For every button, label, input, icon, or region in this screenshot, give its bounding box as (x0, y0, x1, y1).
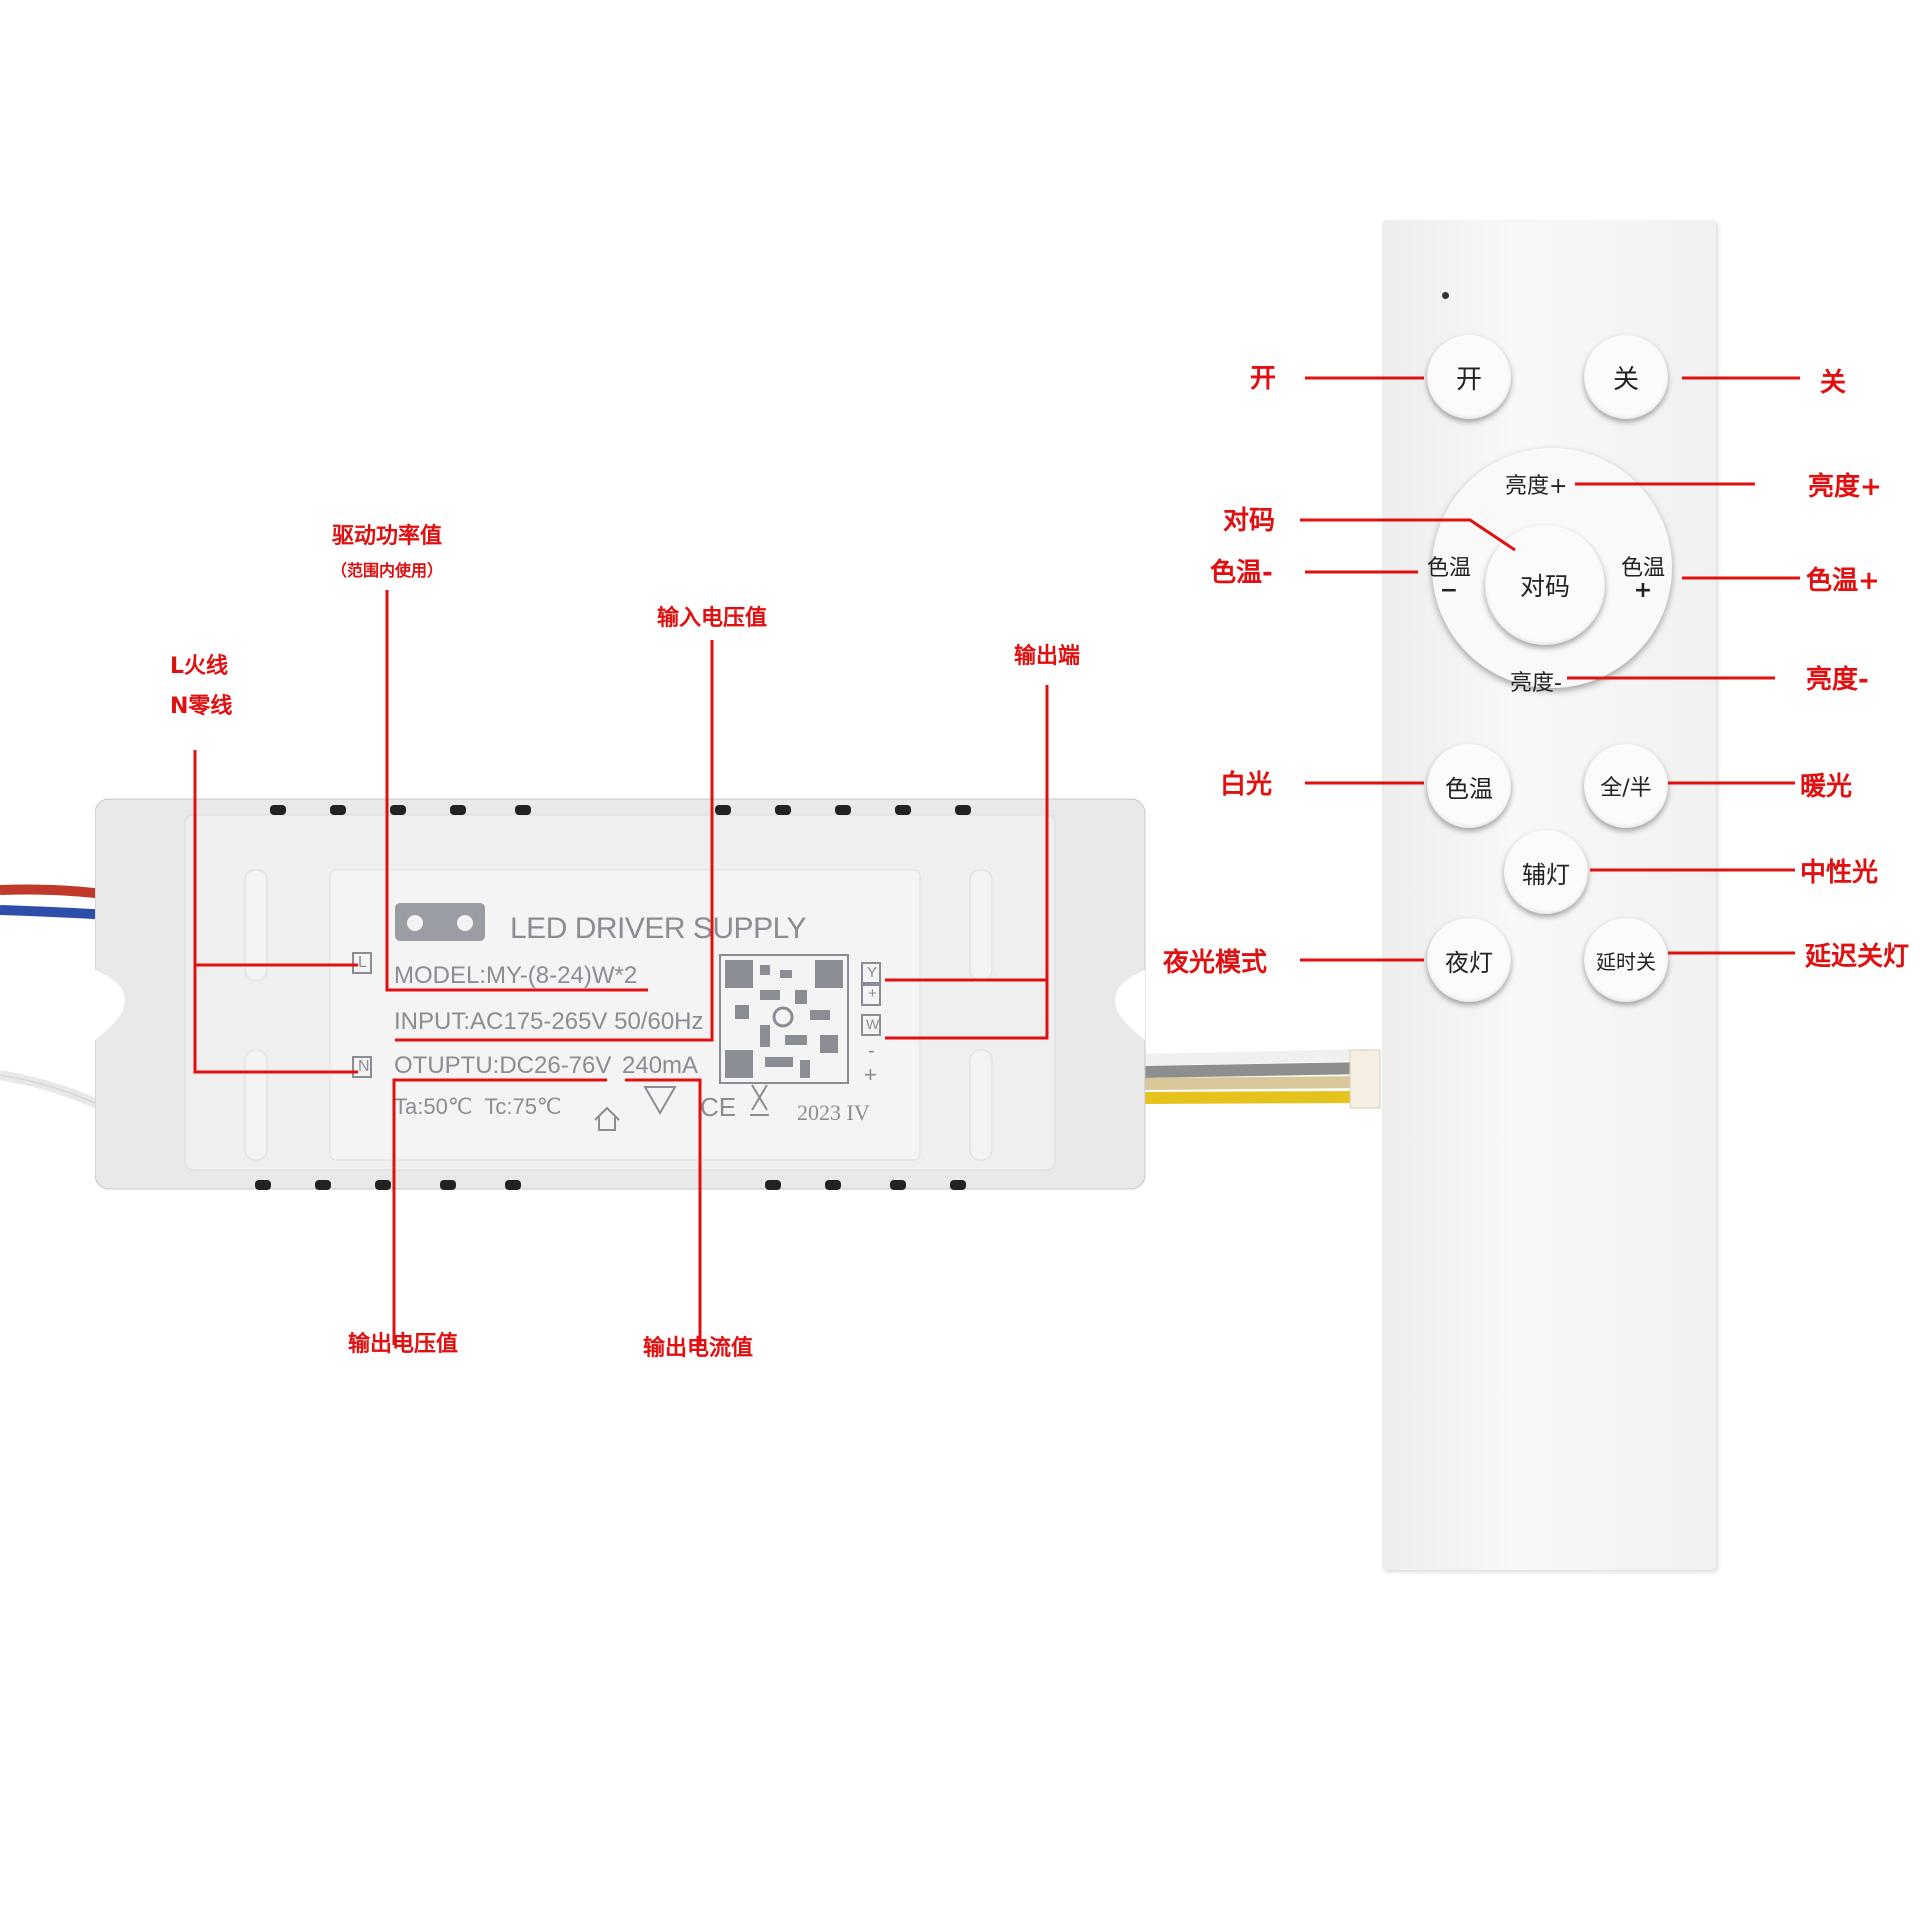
yellow-wire (1139, 1091, 1371, 1104)
ct-button[interactable]: 色温 (1427, 744, 1511, 828)
terminal-y: Y (867, 964, 878, 981)
full-half-button[interactable]: 全/半 (1584, 744, 1668, 828)
label-bright-down: 亮度- (1806, 665, 1869, 695)
driver-input: INPUT:AC175-265V 50/60Hz (394, 1008, 704, 1035)
terminal-plus: + (868, 985, 877, 1002)
leader-input (395, 640, 714, 1042)
gray-wire (1139, 1062, 1371, 1078)
label-power: 驱动功率值 (331, 524, 443, 549)
leader-power (385, 590, 648, 992)
label-neutral-light: 中性光 (1800, 858, 1879, 888)
bright-up-button[interactable]: 亮度+ (1505, 474, 1568, 499)
label-output-current: 输出电流值 (642, 1336, 754, 1361)
ct-plus-button[interactable]: 色温 + (1620, 556, 1665, 603)
weee-icon (750, 1084, 769, 1116)
qr-code (719, 954, 849, 1084)
label-bright-up: 亮度+ (1808, 472, 1882, 502)
wire-sleeve (1349, 1049, 1381, 1109)
on-button[interactable]: 开 (1427, 335, 1511, 419)
aux-button[interactable]: 辅灯 (1504, 830, 1588, 914)
f-mark-icon (643, 1086, 677, 1116)
leader-live (193, 750, 358, 967)
label-warm: 暖光 (1800, 772, 1853, 802)
label-output-terminal: 输出端 (1013, 644, 1081, 669)
driver-model: MODEL:MY-(8-24)W*2 (394, 962, 638, 989)
leader-out-current (625, 1078, 702, 1345)
label-neutral: N零线 (170, 694, 233, 719)
terminal-n: N (358, 1058, 370, 1075)
driver-brand: LED DRIVER SUPPLY (510, 912, 807, 945)
bright-down-button[interactable]: 亮度- (1510, 671, 1562, 696)
ir-indicator (1442, 292, 1449, 299)
label-white: 白光 (1220, 770, 1273, 800)
leader-pair (1300, 518, 1516, 552)
driver-date: 2023 IV (797, 1100, 870, 1125)
delay-off-button[interactable]: 延时关 (1584, 918, 1668, 1002)
label-power-note: （范围内使用） (330, 561, 444, 580)
terminal-l: L (358, 954, 367, 971)
house-icon (594, 1106, 620, 1131)
off-button[interactable]: 关 (1584, 335, 1668, 419)
pair-button[interactable]: 对码 (1485, 525, 1605, 645)
label-on: 开 (1250, 364, 1277, 394)
label-output-voltage: 输出电压值 (347, 1332, 459, 1357)
pair-button-label: 对码 (1519, 572, 1570, 601)
label-live: L火线 (170, 654, 229, 679)
label-pair: 对码 (1223, 506, 1276, 536)
ct-minus-button[interactable]: 色温 − (1426, 556, 1471, 603)
beige-wire (1139, 1076, 1371, 1090)
terminal-plus2: + (864, 1062, 877, 1087)
label-off: 关 (1820, 368, 1847, 398)
label-night-mode: 夜光模式 (1163, 948, 1268, 978)
label-ct-minus: 色温- (1210, 558, 1273, 588)
driver-output-voltage: OTUPTU:DC26-76V (394, 1052, 612, 1079)
white-wire-right (1139, 1049, 1371, 1066)
driver-output-current: 240mA (622, 1052, 699, 1079)
leader-neutral (193, 965, 358, 1074)
ce-mark: CE (700, 1092, 737, 1122)
leader-output (885, 685, 1049, 1040)
terminal-minus: - (868, 1040, 875, 1062)
night-button[interactable]: 夜灯 (1427, 918, 1511, 1002)
driver-temps: Ta:50℃ Tc:75℃ (394, 1094, 562, 1119)
terminal-w: W (866, 1016, 880, 1032)
leader-out-voltage (392, 1078, 607, 1345)
label-delay: 延迟关灯 (1805, 942, 1910, 972)
label-ct-plus: 色温+ (1806, 566, 1880, 596)
label-input-voltage: 输入电压值 (656, 606, 768, 631)
